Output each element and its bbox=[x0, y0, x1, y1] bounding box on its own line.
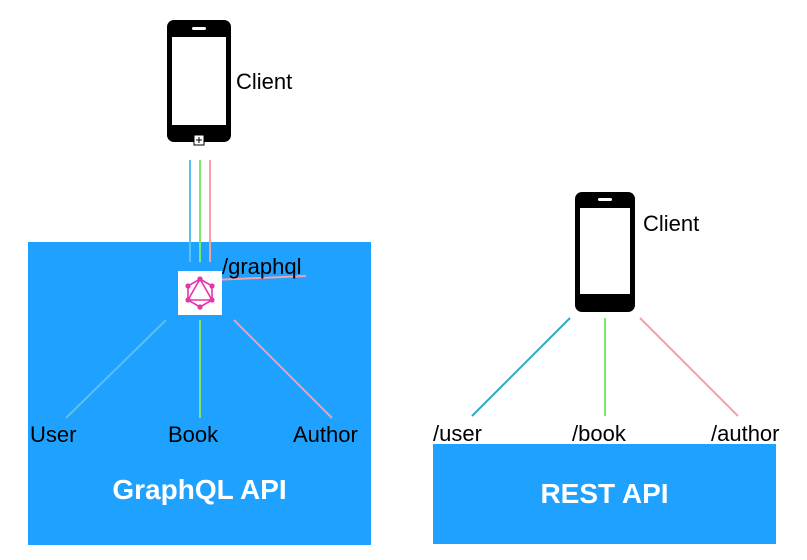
rest-client-phone-icon bbox=[575, 192, 635, 312]
graphql-field-author: Author bbox=[293, 422, 358, 447]
graphql-api-title: GraphQL API bbox=[112, 474, 287, 505]
graphql-field-book: Book bbox=[168, 422, 219, 447]
graphql-client-phone-icon bbox=[167, 20, 231, 146]
rest-endpoint-user: /user bbox=[433, 421, 482, 446]
graphql-author-wire bbox=[233, 319, 333, 419]
graphql-endpoint-wire bbox=[211, 275, 307, 281]
graphql-client-label: Client bbox=[236, 69, 293, 94]
rest-author-wire bbox=[639, 317, 739, 417]
rest-user-wire bbox=[471, 317, 571, 417]
rest-endpoint-author: /author bbox=[711, 421, 780, 446]
graphql-endpoint-label: /graphql bbox=[222, 254, 302, 279]
rest-endpoint-book: /book bbox=[572, 421, 626, 446]
graphql-user-wire bbox=[65, 319, 167, 419]
rest-api-title: REST API bbox=[540, 478, 669, 509]
graphql-field-user: User bbox=[30, 422, 77, 447]
graphql-logo-icon bbox=[178, 271, 222, 315]
rest-client-label: Client bbox=[643, 211, 700, 236]
rest-api-box: REST API bbox=[433, 444, 776, 544]
